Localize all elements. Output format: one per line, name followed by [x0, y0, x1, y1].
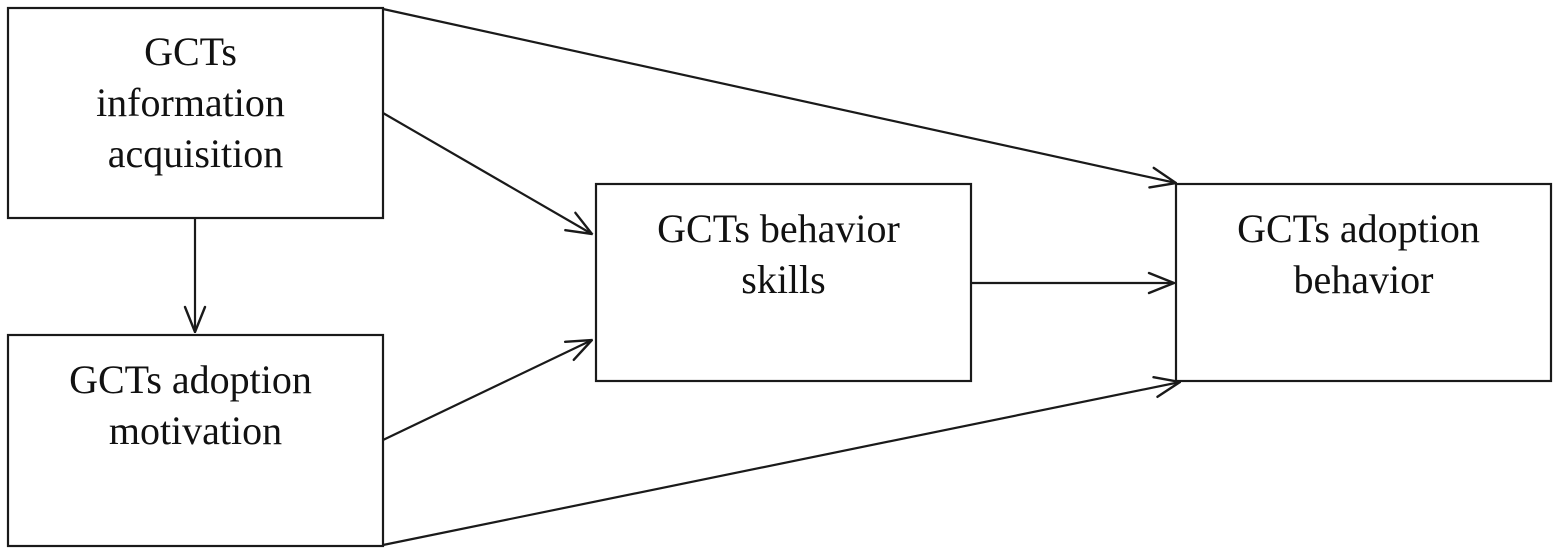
edge-motivation-to-behavior	[382, 382, 1180, 547]
node-label-line: GCTs	[144, 29, 237, 74]
node-box	[6, 6, 385, 220]
node-box	[1174, 182, 1553, 383]
node-box	[594, 182, 973, 383]
edges	[195, 7, 1180, 547]
node-adoption-motivation: GCTs adoption motivation	[6, 333, 385, 548]
node-label: GCTs adoption behavior	[1237, 206, 1490, 302]
node-label-line: information	[96, 80, 285, 125]
node-label-line: GCTs behavior	[657, 206, 900, 251]
node-label-line: behavior	[1294, 257, 1434, 302]
node-adoption-behavior: GCTs adoption behavior	[1174, 182, 1553, 383]
node-label-line: acquisition	[108, 131, 284, 176]
node-label-line: motivation	[109, 408, 282, 453]
node-label: GCTs adoption motivation	[69, 357, 322, 453]
node-label-line: GCTs adoption	[69, 357, 312, 402]
node-label: GCTs behavior skills	[657, 206, 910, 302]
edge-info-to-behavior	[382, 7, 1176, 183]
node-box	[6, 333, 385, 548]
node-label-line: skills	[741, 257, 825, 302]
node-label-line: GCTs adoption	[1237, 206, 1480, 251]
node-behavior-skills: GCTs behavior skills	[594, 182, 973, 383]
node-information-acquisition: GCTs information acquisition	[6, 6, 385, 220]
edge-info-to-skills	[382, 112, 592, 234]
edge-motivation-to-skills	[382, 340, 592, 441]
node-label: GCTs information acquisition	[96, 29, 295, 176]
